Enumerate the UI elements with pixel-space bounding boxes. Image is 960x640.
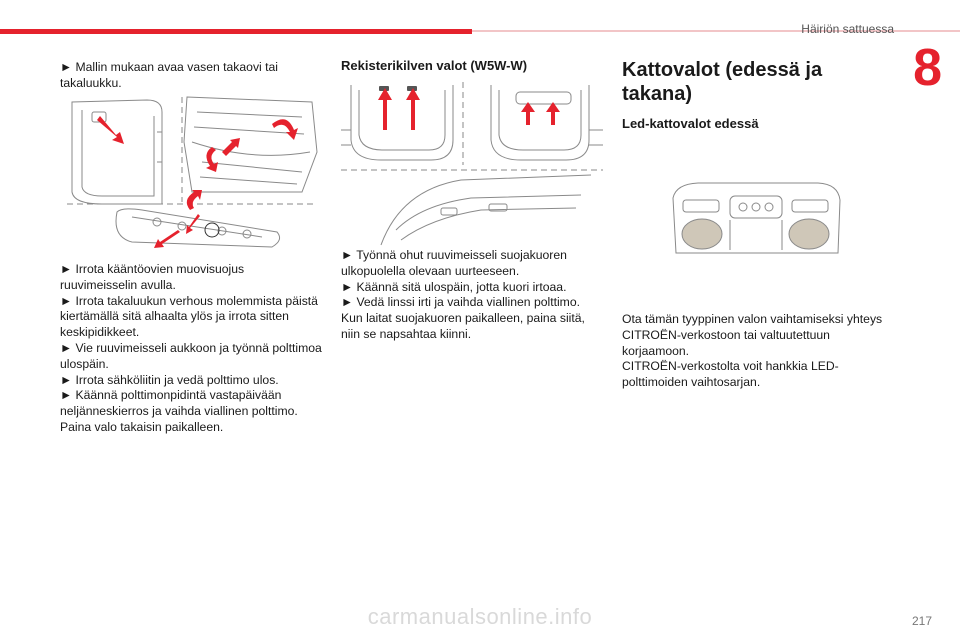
ceiling-lamp-illustration xyxy=(672,182,841,254)
plate-lamp-illustration xyxy=(341,82,603,246)
step-4: ► Irrota sähköliitin ja vedä polttimo ul… xyxy=(60,372,279,387)
plate-step-4: Kun laitat suojakuoren paikalleen, paina… xyxy=(341,311,585,341)
header-rule xyxy=(472,30,960,32)
plate-step-3: ► Vedä linssi irti ja vaihda viallinen p… xyxy=(341,295,581,310)
plate-step-1: ► Työnnä ohut ruuvimeisseli suojakuoren … xyxy=(341,248,567,278)
intro-text: ► Mallin mukaan avaa vasen takaovi tai t… xyxy=(60,60,279,90)
plate-step-2: ► Käännä sitä ulospäin, jotta kuori irto… xyxy=(341,279,567,294)
ceiling-lamp-heading: Kattovalot (edessä ja takana) xyxy=(622,59,823,105)
column-1-steps: ► Irrota kääntöovien muovisuojus ruuvime… xyxy=(60,262,322,436)
watermark: carmanualsonline.info xyxy=(367,604,593,629)
column-2-heading-wrap: Rekisterikilven valot (W5W-W) xyxy=(341,58,603,74)
ceiling-paragraph-2: CITROËN-verkostolta voit hankkia LED-pol… xyxy=(622,359,839,390)
step-6: Paina valo takaisin paikalleen. xyxy=(60,419,224,434)
column-3-text: Ota tämän tyyppinen valon vaihtamiseksi … xyxy=(622,312,884,391)
page-number: 217 xyxy=(911,614,932,628)
plate-lamp-heading: Rekisterikilven valot (W5W-W) xyxy=(341,58,528,73)
step-5: ► Käännä polttimonpidintä vastapäivään n… xyxy=(60,388,298,419)
section-title: Häiriön sattuessa xyxy=(801,22,894,36)
step-3: ► Vie ruuvimeisseli aukkoon ja työnnä po… xyxy=(60,340,322,371)
column-3-headings: Kattovalot (edessä ja takana) Led-kattov… xyxy=(622,58,884,132)
ceiling-paragraph-1: Ota tämän tyyppinen valon vaihtamiseksi … xyxy=(622,312,883,358)
rear-lamp-illustration xyxy=(67,96,318,248)
column-2-steps: ► Työnnä ohut ruuvimeisseli suojakuoren … xyxy=(341,248,603,343)
column-1-intro: ► Mallin mukaan avaa vasen takaovi tai t… xyxy=(60,60,322,92)
step-1: ► Irrota kääntöovien muovisuojus ruuvime… xyxy=(60,262,245,292)
header-accent-bar xyxy=(0,29,472,34)
led-ceiling-subheading: Led-kattovalot edessä xyxy=(622,116,759,131)
step-2: ► Irrota takaluukun verhous molemmista p… xyxy=(60,293,318,340)
chapter-number: 8 xyxy=(913,39,942,97)
